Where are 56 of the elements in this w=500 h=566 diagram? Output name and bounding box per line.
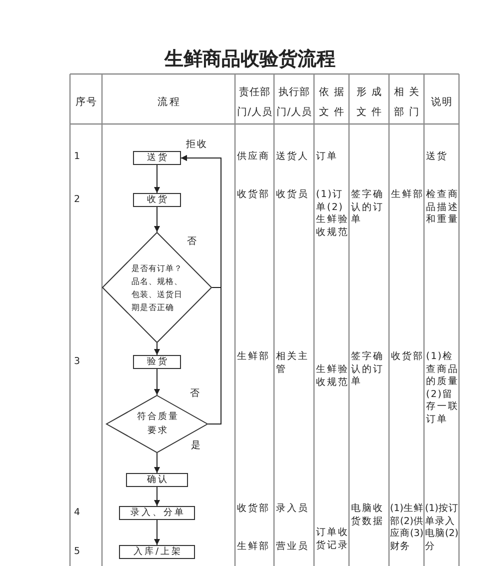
process-box: 收货 — [133, 193, 181, 207]
column-header: 依据文件 — [318, 86, 350, 120]
department-text: 收货部 — [391, 351, 424, 364]
edge-label: 是 — [190, 440, 202, 452]
column-header: 流程 — [156, 96, 182, 110]
document-text: 生鲜验收规范 — [316, 364, 349, 389]
arrow — [154, 342, 160, 356]
department-text: 录入员 — [276, 503, 309, 516]
document-text: 签字确认的订单 — [351, 189, 385, 226]
process-box: 入库/上架 — [119, 545, 195, 559]
step-number: 3 — [74, 356, 82, 368]
document-text: 订单 — [316, 151, 338, 164]
step-number: 2 — [74, 194, 82, 206]
column-header: 序号 — [74, 96, 98, 110]
arrow — [154, 206, 160, 232]
column-header: 相关部门 — [393, 86, 425, 120]
department-text: 生鲜部 — [237, 541, 270, 554]
arrow — [180, 155, 222, 424]
step-number: 1 — [74, 151, 82, 164]
document-text: 订单收货记录 — [316, 527, 349, 552]
department-text: 生鲜部 — [237, 351, 270, 364]
column-header: 形成文件 — [356, 86, 388, 120]
arrow — [154, 452, 160, 474]
department-text: (1)生鲜部(2)供应商(3)财务 — [390, 503, 424, 553]
edge-label: 否 — [189, 388, 201, 400]
arrow — [154, 164, 160, 194]
arrow — [154, 368, 160, 396]
process-box: 确认 — [126, 473, 188, 487]
column-header: 执行部门/人员 — [276, 86, 313, 120]
column-header: 责任部门/人员 — [236, 86, 274, 120]
document-text: 签字确认的订单 — [351, 351, 385, 388]
remark-text: (1)检查商品的质量(2)留存一联订单 — [426, 351, 459, 426]
department-text: 营业员 — [276, 541, 309, 554]
arrow-note: 拒收 — [186, 139, 208, 152]
step-number: 5 — [74, 546, 82, 558]
process-box: 验货 — [133, 355, 181, 369]
remark-text: (1)按订单录入电脑(2)分 — [425, 503, 459, 553]
document-text: (1)订单(2)生鲜验收规范 — [316, 189, 349, 239]
document-text: 电脑收货数据 — [351, 503, 385, 528]
department-text: 收货部 — [237, 189, 270, 202]
title: 生鲜商品收验货流程 — [164, 47, 336, 71]
column-header: 说明 — [430, 96, 453, 110]
arrow — [154, 486, 160, 506]
department-text: 生鲜部 — [391, 189, 424, 202]
arrow — [154, 520, 160, 546]
department-text: 收货员 — [276, 189, 309, 202]
edge-label: 否 — [186, 236, 198, 248]
department-text: 收货部 — [237, 503, 270, 516]
department-text: 送货人 — [276, 151, 309, 164]
process-box: 录入、分单 — [119, 506, 195, 520]
step-number: 4 — [74, 507, 82, 520]
remark-text: 检查商品描述和重量 — [426, 189, 459, 226]
process-box: 送货 — [133, 151, 181, 165]
department-text: 相关主管 — [276, 351, 310, 376]
department-text: 供应商 — [237, 151, 270, 164]
remark-text: 送货 — [426, 151, 448, 164]
